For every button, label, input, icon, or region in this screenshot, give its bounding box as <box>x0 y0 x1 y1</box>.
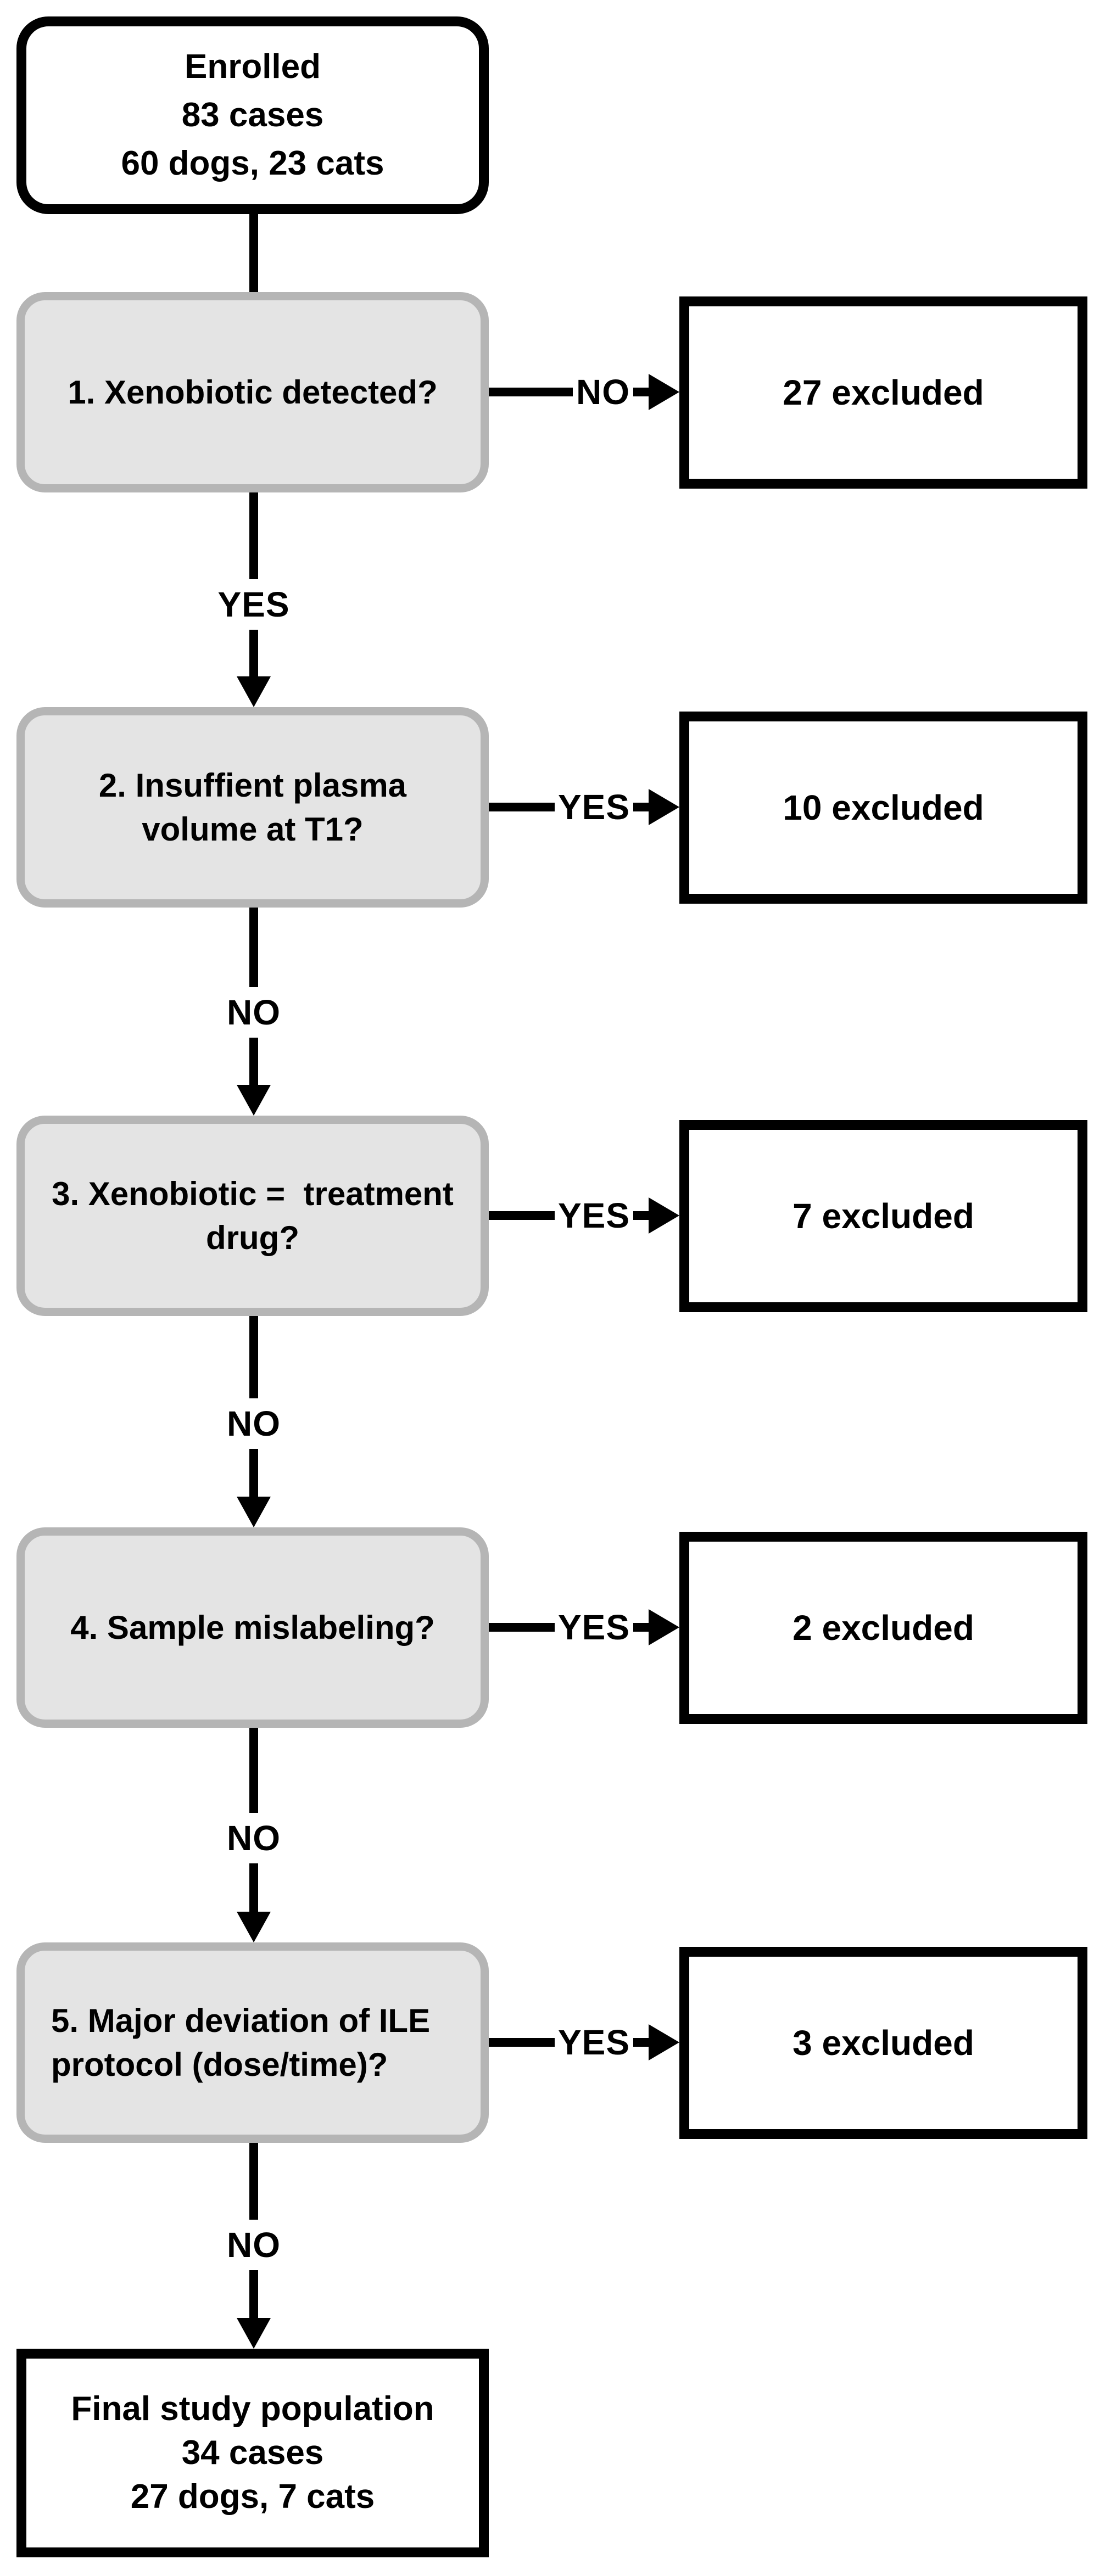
exclusion-3-text: 7 excluded <box>792 1196 974 1236</box>
connector-line <box>249 908 258 987</box>
next-label-4: NO <box>227 1818 281 1858</box>
branch-arrow-1: NO <box>489 356 679 428</box>
next-label-2: NO <box>227 993 281 1032</box>
arrowhead-down-icon <box>237 1912 271 1942</box>
arrowhead-down-icon <box>237 2318 271 2349</box>
branch-line <box>633 1211 649 1220</box>
arrowhead-right-icon <box>649 1197 679 1234</box>
branch-label-4: YES <box>557 1608 630 1647</box>
arrowhead-right-icon <box>649 2024 679 2060</box>
branch-label-3: YES <box>557 1196 630 1235</box>
branch-line <box>489 388 573 396</box>
branch-line <box>633 2038 649 2047</box>
connector-start-to-step1 <box>210 213 298 293</box>
connector-line <box>249 1449 258 1497</box>
next-label-1: YES <box>217 585 290 624</box>
exclusion-4-text: 2 excluded <box>792 1608 974 1648</box>
enrolled-line-2: 83 cases <box>181 96 324 134</box>
final-line-3: 27 dogs, 7 cats <box>130 2478 375 2516</box>
decision-box-5: 5. Major deviation of ILE protocol (dose… <box>16 1942 489 2143</box>
decision-box-3: 3. Xenobiotic = treatment drug? <box>16 1116 489 1316</box>
exclusion-box-3: 7 excluded <box>679 1120 1087 1312</box>
decision-2-line-1: 2. Insuffient plasma <box>98 766 407 804</box>
connector-line <box>249 1728 258 1813</box>
connector-step5-to-final: NO <box>210 2143 298 2349</box>
decision-3-line-2: drug? <box>206 1219 299 1256</box>
branch-line <box>489 1211 555 1220</box>
decision-1-line-1: 1. Xenobiotic detected? <box>68 373 438 411</box>
arrowhead-right-icon <box>649 374 679 410</box>
next-label-5: NO <box>227 2225 281 2265</box>
arrowhead-down-icon <box>237 1085 271 1116</box>
branch-arrow-2: YES <box>489 771 679 843</box>
final-line-2: 34 cases <box>181 2434 324 2472</box>
decision-box-1: 1. Xenobiotic detected? <box>16 292 489 492</box>
connector-step1-to-step2: YES <box>210 492 298 707</box>
enrolled-line-1: Enrolled <box>184 48 321 86</box>
arrowhead-down-icon <box>237 676 271 707</box>
connector-line <box>249 2270 258 2318</box>
branch-line <box>489 803 555 811</box>
exclusion-2-text: 10 excluded <box>783 788 984 827</box>
arrowhead-down-icon <box>237 1497 271 1527</box>
connector-line <box>249 1316 258 1398</box>
connector-line <box>249 1863 258 1912</box>
connector-step3-to-step4: NO <box>210 1316 298 1527</box>
enrolled-line-3: 60 dogs, 23 cats <box>121 144 384 182</box>
branch-label-5: YES <box>557 2023 630 2062</box>
exclusion-box-4: 2 excluded <box>679 1532 1087 1724</box>
branch-arrow-3: YES <box>489 1180 679 1251</box>
branch-line <box>633 803 649 811</box>
next-label-3: NO <box>227 1404 281 1443</box>
decision-2-line-2: volume at T1? <box>142 810 364 848</box>
branch-line <box>489 1623 555 1632</box>
enrolled-box: Enrolled 83 cases 60 dogs, 23 cats <box>16 16 489 214</box>
branch-label-2: YES <box>557 787 630 827</box>
arrowhead-right-icon <box>649 789 679 825</box>
final-population-box: Final study population 34 cases 27 dogs,… <box>16 2349 489 2557</box>
branch-arrow-5: YES <box>489 2007 679 2078</box>
decision-3-line-1: 3. Xenobiotic = treatment <box>52 1175 454 1212</box>
branch-label-1: NO <box>576 372 630 412</box>
branch-line <box>633 388 649 396</box>
decision-4-line-1: 4. Sample mislabeling? <box>70 1609 435 1646</box>
final-line-1: Final study population <box>71 2390 434 2428</box>
connector-line <box>249 492 258 579</box>
decision-5-line-2: protocol (dose/time)? <box>51 2046 388 2083</box>
decision-box-4: 4. Sample mislabeling? <box>16 1527 489 1728</box>
exclusion-5-text: 3 excluded <box>792 2023 974 2063</box>
exclusion-box-1: 27 excluded <box>679 296 1087 489</box>
branch-line <box>489 2038 555 2047</box>
decision-5-line-1: 5. Major deviation of ILE <box>51 2002 431 2039</box>
decision-box-2: 2. Insuffient plasma volume at T1? <box>16 707 489 908</box>
connector-line <box>249 630 258 676</box>
connector-line <box>249 1038 258 1085</box>
connector-step4-to-step5: NO <box>210 1728 298 1942</box>
arrowhead-right-icon <box>649 1609 679 1645</box>
connector-line <box>249 2143 258 2220</box>
branch-line <box>633 1623 649 1632</box>
branch-arrow-4: YES <box>489 1592 679 1663</box>
connector-line <box>249 213 258 293</box>
exclusion-box-5: 3 excluded <box>679 1947 1087 2139</box>
connector-step2-to-step3: NO <box>210 908 298 1116</box>
exclusion-1-text: 27 excluded <box>783 373 984 412</box>
exclusion-box-2: 10 excluded <box>679 712 1087 904</box>
